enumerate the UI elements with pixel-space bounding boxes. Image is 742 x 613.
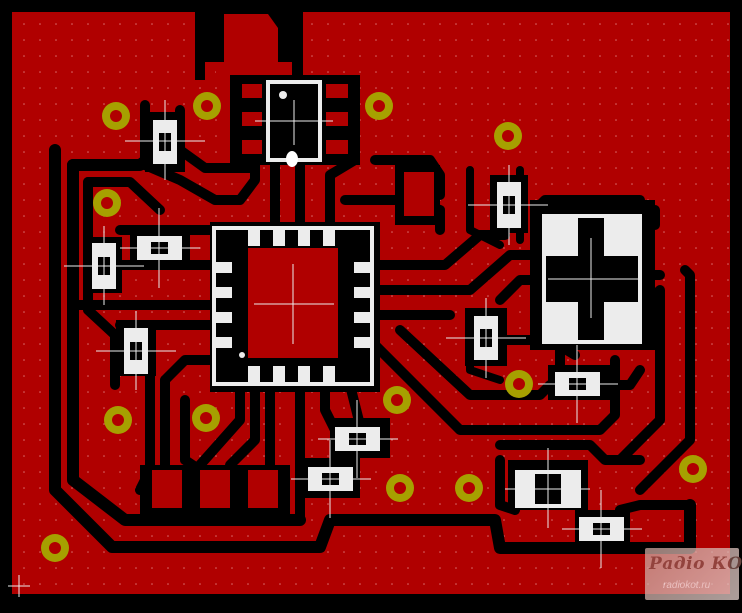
smd-r2 xyxy=(96,311,176,390)
watermark-brand: Радіо КОТ xyxy=(649,554,742,574)
pin1-marker xyxy=(239,352,245,358)
ic-crosshair xyxy=(254,264,334,344)
smd-r1 xyxy=(64,226,144,305)
smd-r4 xyxy=(291,440,371,518)
via xyxy=(383,386,411,414)
crystal-outline xyxy=(542,214,642,344)
via xyxy=(104,406,132,434)
top-connector-clearance xyxy=(195,12,303,82)
via xyxy=(102,102,130,130)
via xyxy=(494,122,522,150)
origin-crosshair xyxy=(8,575,30,597)
via xyxy=(455,474,483,502)
via xyxy=(41,534,69,562)
smd-c5 xyxy=(538,345,618,423)
smd-c3 xyxy=(446,298,526,378)
ic-outline xyxy=(212,226,374,386)
via xyxy=(679,455,707,483)
soic-pin1-dot xyxy=(279,91,287,99)
vias xyxy=(41,92,707,562)
via xyxy=(505,370,533,398)
watermark-logo: Радіо КОТ radiokot.ru xyxy=(645,548,742,600)
smd-passives xyxy=(64,100,642,568)
smd-c2 xyxy=(468,165,548,245)
crystal-4pad xyxy=(542,214,642,344)
smd-r3 xyxy=(318,400,398,478)
via xyxy=(192,404,220,432)
soic-pad-bottom xyxy=(286,151,298,167)
smd-r5 xyxy=(562,490,642,568)
ic-pads xyxy=(216,230,370,382)
watermark-url: radiokot.ru xyxy=(663,580,711,591)
smd-c1 xyxy=(125,100,205,180)
via xyxy=(365,92,393,120)
via xyxy=(93,189,121,217)
via xyxy=(386,474,414,502)
via xyxy=(193,92,221,120)
qfn-ic xyxy=(212,226,374,386)
smd-cap-large xyxy=(505,448,590,528)
smd-c4 xyxy=(120,208,200,288)
soic-chip xyxy=(255,80,333,167)
